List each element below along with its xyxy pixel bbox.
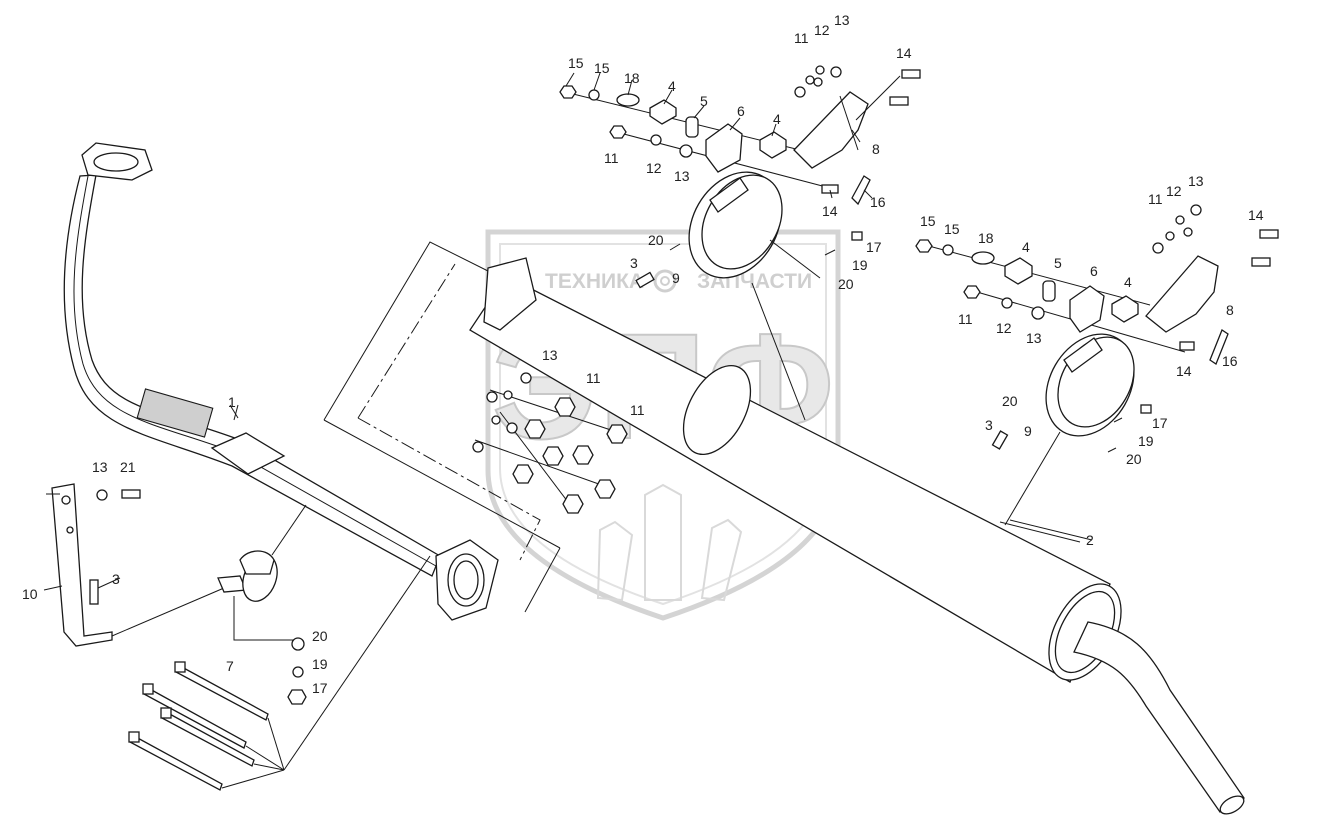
callout-20: 20 — [838, 276, 854, 292]
callout-4: 4 — [1022, 239, 1030, 255]
callout-13: 13 — [834, 12, 850, 28]
callout-19: 19 — [312, 656, 328, 672]
callout-15: 15 — [920, 213, 936, 229]
gear-icon — [653, 269, 677, 293]
callout-9: 9 — [1024, 423, 1032, 439]
callout-11: 11 — [794, 30, 809, 46]
callout-20: 20 — [1126, 451, 1142, 467]
right-muffler-clamp — [991, 333, 1152, 526]
callout-5: 5 — [700, 93, 708, 109]
callout-20: 20 — [648, 232, 664, 248]
callout-11: 11 — [1148, 191, 1163, 207]
callout-4: 4 — [1124, 274, 1132, 290]
callout-18: 18 — [978, 230, 994, 246]
callout-3: 3 — [630, 255, 638, 271]
callout-12: 12 — [996, 320, 1012, 336]
callout-16: 16 — [870, 194, 886, 210]
callout-19: 19 — [1138, 433, 1154, 449]
callout-4: 4 — [773, 111, 781, 127]
callout-11: 11 — [604, 150, 619, 166]
right-hanger-group — [915, 204, 1279, 365]
upper-muffler-clamp — [635, 171, 863, 421]
callout-13: 13 — [1026, 330, 1042, 346]
callout-11: 11 — [630, 402, 645, 418]
callout-13: 13 — [674, 168, 690, 184]
callout-12: 12 — [1166, 183, 1182, 199]
callout-17: 17 — [866, 239, 882, 255]
callout-16: 16 — [1222, 353, 1238, 369]
left-support-bracket — [46, 483, 307, 705]
callout-9: 9 — [672, 270, 680, 286]
callout-14: 14 — [822, 203, 838, 219]
callout-labels: 1 2 3 3 3 4 4 4 4 5 5 6 6 7 8 8 9 9 10 1… — [22, 12, 1264, 696]
watermark-pillars-icon — [596, 483, 743, 602]
callout-20: 20 — [312, 628, 328, 644]
callout-12: 12 — [814, 22, 830, 38]
callout-15: 15 — [594, 60, 610, 76]
front-exhaust-pipe — [63, 142, 499, 621]
callout-21: 21 — [120, 459, 136, 475]
callout-13: 13 — [92, 459, 108, 475]
callout-5: 5 — [1054, 255, 1062, 271]
callout-19: 19 — [852, 257, 868, 273]
callout-6: 6 — [737, 103, 745, 119]
callout-8: 8 — [1226, 302, 1234, 318]
long-bolts — [128, 555, 431, 791]
callout-15: 15 — [568, 55, 584, 71]
upper-hanger-group — [559, 65, 921, 206]
main-muffler — [469, 257, 1245, 815]
callout-2: 2 — [1086, 532, 1094, 548]
callout-14: 14 — [1248, 207, 1264, 223]
watermark-left-word: ТЕХНИКА — [545, 270, 644, 293]
callout-11: 11 — [586, 370, 601, 386]
callout-1: 1 — [228, 394, 236, 410]
callout-6: 6 — [1090, 263, 1098, 279]
callout-7: 7 — [226, 658, 234, 674]
callout-13: 13 — [1188, 173, 1204, 189]
callout-20: 20 — [1002, 393, 1018, 409]
callout-4: 4 — [668, 78, 676, 94]
callout-15: 15 — [944, 221, 960, 237]
callout-17: 17 — [312, 680, 328, 696]
callout-10: 10 — [22, 586, 38, 602]
callout-17: 17 — [1152, 415, 1168, 431]
callout-14: 14 — [896, 45, 912, 61]
callout-3: 3 — [112, 571, 120, 587]
callout-8: 8 — [872, 141, 880, 157]
flange-fasteners — [472, 372, 628, 514]
callout-14: 14 — [1176, 363, 1192, 379]
callout-11: 11 — [958, 311, 973, 327]
leader-lines — [43, 72, 1081, 591]
callout-18: 18 — [624, 70, 640, 86]
callout-12: 12 — [646, 160, 662, 176]
callout-3: 3 — [985, 417, 993, 433]
callout-13: 13 — [542, 347, 558, 363]
